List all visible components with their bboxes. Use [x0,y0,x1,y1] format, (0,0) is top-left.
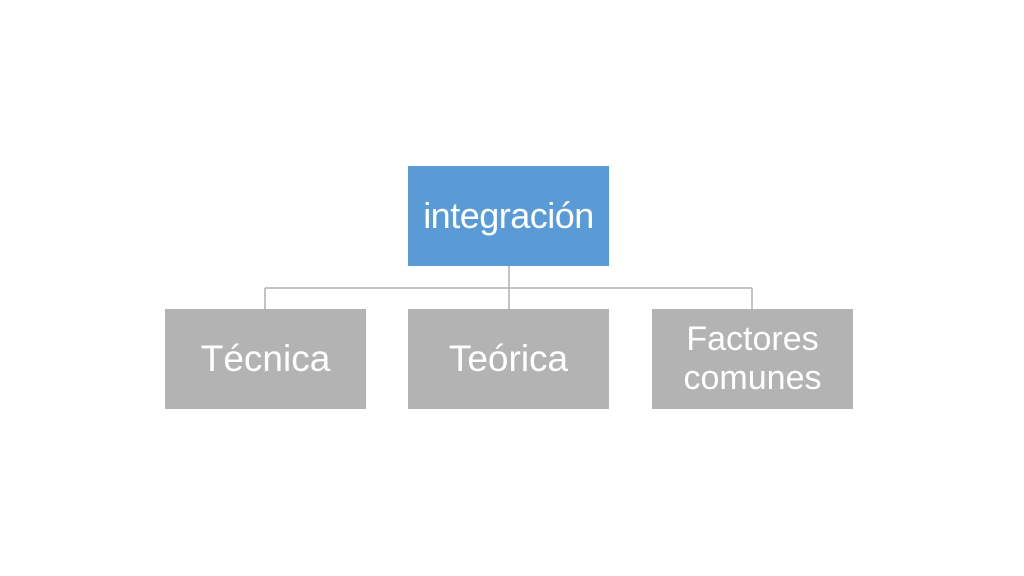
child-node-tecnica: Técnica [165,309,366,409]
child-node-factores-comunes: Factores comunes [652,309,853,409]
child-node-teorica: Teórica [408,309,609,409]
child-node-label: Teórica [448,337,569,379]
child-node-label: Factores comunes [683,319,822,397]
root-node-integracion: integración [408,166,609,266]
root-node-label: integración [423,195,594,237]
child-node-label: Técnica [200,337,331,379]
